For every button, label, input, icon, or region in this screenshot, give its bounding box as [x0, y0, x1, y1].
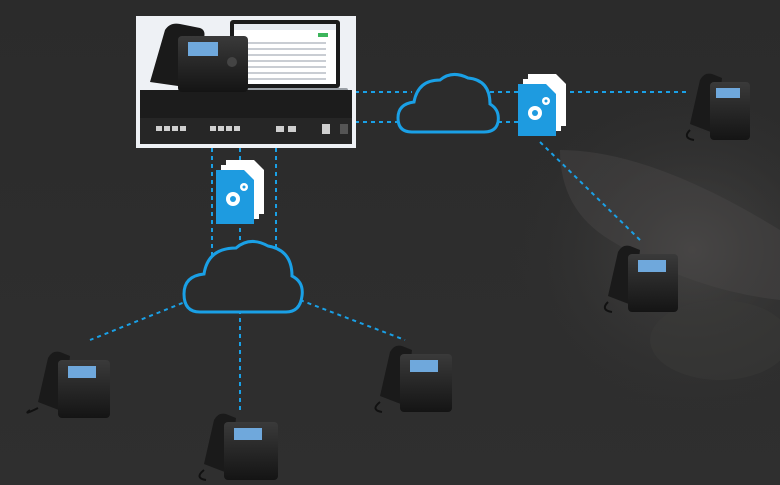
cloud-bottom — [182, 240, 304, 314]
link-cloud-bottom-phone-bottom-left — [89, 299, 191, 341]
config-doc-top — [518, 74, 566, 136]
link-cloud-bottom-phone-bottom-right — [299, 299, 406, 341]
pbx-server — [136, 16, 356, 148]
phone-bottom-center — [198, 413, 278, 481]
phone-bottom-left — [26, 351, 110, 418]
gear-icon — [226, 183, 248, 206]
phone-top-right — [685, 73, 750, 141]
background-photo — [430, 90, 780, 410]
laptop — [222, 20, 348, 93]
phone-mid-right — [603, 245, 678, 313]
server-phone — [150, 23, 248, 92]
gear-icon — [528, 97, 550, 120]
rack-appliance — [140, 90, 352, 144]
phone-bottom-right — [374, 345, 452, 413]
cloud-top — [396, 73, 500, 134]
config-doc-left — [216, 160, 264, 224]
